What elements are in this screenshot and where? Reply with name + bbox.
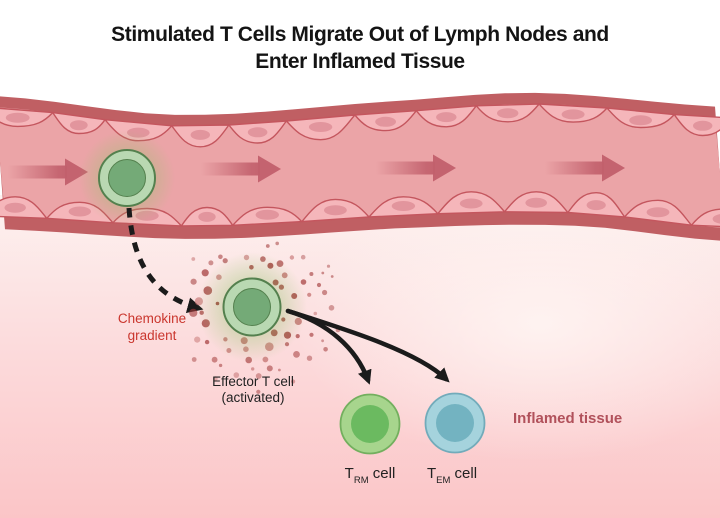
endothelial-nucleus [198,211,216,222]
diagram-title: Stimulated T Cells Migrate Out of Lymph … [0,21,720,75]
endothelial-nucleus [5,112,30,123]
effector-label-line-1: Effector T cell [212,374,294,389]
differentiation-arrows [285,308,450,385]
endothelial-nucleus [561,109,585,120]
endothelial-nucleus [497,108,519,119]
endothelial-nucleus [190,129,210,140]
endothelial-nucleus [391,201,416,211]
blood-flow-arrow [8,158,88,186]
endothelial-nucleus [324,205,347,216]
endothelial-nucleus [255,209,279,220]
endothelial-nucleus [459,198,483,209]
chemokine-label-line-1: Chemokine [117,311,187,326]
endothelial-nucleus [712,214,720,224]
effector-label-line-2: (activated) [221,390,285,405]
endothelial-nucleus [525,197,547,208]
trm-cell-nucleus [351,405,389,443]
endothelial-nucleus [693,120,713,131]
extravasation-dashed-arrow [126,207,204,314]
endothelium-top [0,103,720,148]
trm-label-prefix: T [344,465,354,482]
effector-t-cell-label: Effector T cell (activated) [181,374,325,406]
inflamed-tissue-label: Inflamed tissue [513,410,623,427]
title-line-2: Enter Inflamed Tissue [255,50,465,73]
trm-cell [339,393,401,455]
endothelial-nucleus [629,115,652,126]
endothelial-nucleus [375,116,396,127]
blood-flow-arrow [376,154,456,182]
tem-cell [424,392,486,454]
effector-t-cell [197,252,307,362]
endothelial-nucleus [247,127,268,138]
chemokine-gradient-label: Chemokine gradient [90,311,214,344]
endothelial-nucleus [308,122,333,132]
endothelial-nucleus [646,207,670,218]
title-line-1: Stimulated T Cells Migrate Out of Lymph … [111,23,609,46]
endothelial-nucleus [586,200,606,211]
endothelial-nucleus [4,202,26,213]
endothelial-cell [690,208,720,228]
trm-label-suffix: cell [368,465,396,482]
arrow-to-tem-cell [285,308,450,383]
t-cell-nucleus [108,159,146,197]
trm-label-subscript: RM [353,475,369,486]
blood-vessel [0,92,720,241]
tem-label-suffix: cell [450,465,478,482]
chemokine-label-line-2: gradient [127,327,177,343]
endothelial-nucleus [68,206,92,217]
effector-cell-nucleus [233,288,271,326]
t-cell-in-vessel [79,130,175,226]
endothelial-nucleus [436,112,457,123]
trm-cell-label: TRM cell [320,465,420,489]
tem-cell-label: TEM cell [402,465,502,489]
blood-flow-arrow [545,154,625,182]
inflamed-tissue-background [0,195,720,518]
tem-cell-nucleus [436,404,474,442]
tem-label-prefix: T [426,465,437,482]
tem-label-subscript: EM [436,475,451,486]
endothelial-nucleus [69,120,88,131]
endothelium-bottom [0,191,720,228]
blood-flow-arrow [201,155,281,183]
